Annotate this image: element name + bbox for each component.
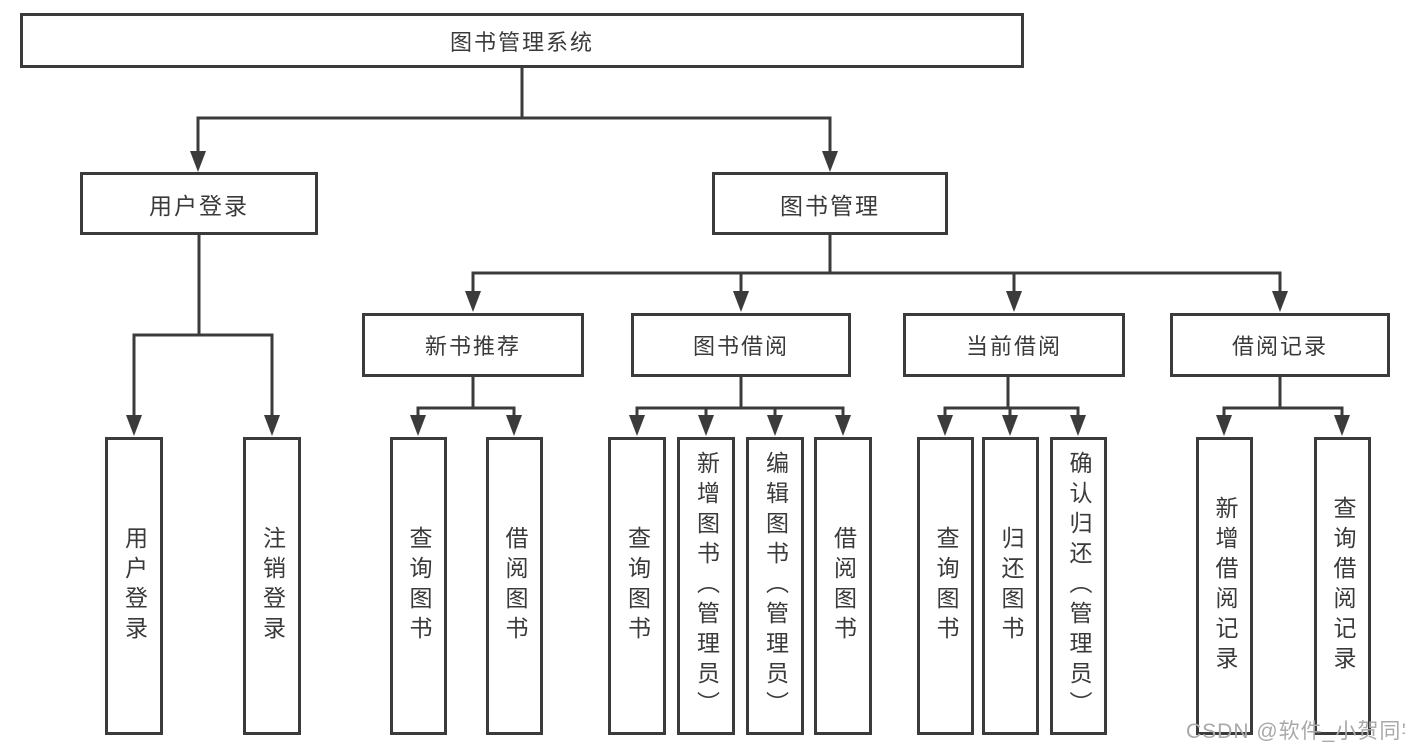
leaf-return-book: 归还图书 [982, 437, 1039, 735]
node-borrow-records: 借阅记录 [1170, 313, 1390, 377]
watermark: CSDN @软件_小贺同学 [1186, 720, 1405, 743]
leaf-logout: 注销登录 [243, 437, 301, 735]
leaf-confirm-return-admin: 确认归还（管理员） [1050, 437, 1107, 735]
node-book-management: 图书管理 [712, 172, 948, 235]
leaf-add-borrow-record: 新增借阅记录 [1196, 437, 1253, 735]
leaf-query-books-current: 查询图书 [917, 437, 974, 735]
leaf-add-book-admin: 新增图书（管理员） [677, 437, 735, 735]
node-library-management-system: 图书管理系统 [20, 13, 1024, 68]
leaf-borrow-books-recommend: 借阅图书 [486, 437, 543, 735]
node-user-login: 用户登录 [80, 172, 318, 235]
leaf-query-books-borrow: 查询图书 [608, 437, 666, 735]
node-new-book-recommend: 新书推荐 [362, 313, 584, 377]
node-current-borrow: 当前借阅 [903, 313, 1125, 377]
leaf-user-login: 用户登录 [105, 437, 163, 735]
node-book-borrow: 图书借阅 [631, 313, 851, 377]
arrowheads [126, 151, 1350, 436]
leaf-query-books-recommend: 查询图书 [390, 437, 447, 735]
leaf-borrow-books: 借阅图书 [814, 437, 872, 735]
leaf-query-borrow-record: 查询借阅记录 [1314, 437, 1371, 735]
leaf-edit-book-admin: 编辑图书（管理员） [746, 437, 804, 735]
